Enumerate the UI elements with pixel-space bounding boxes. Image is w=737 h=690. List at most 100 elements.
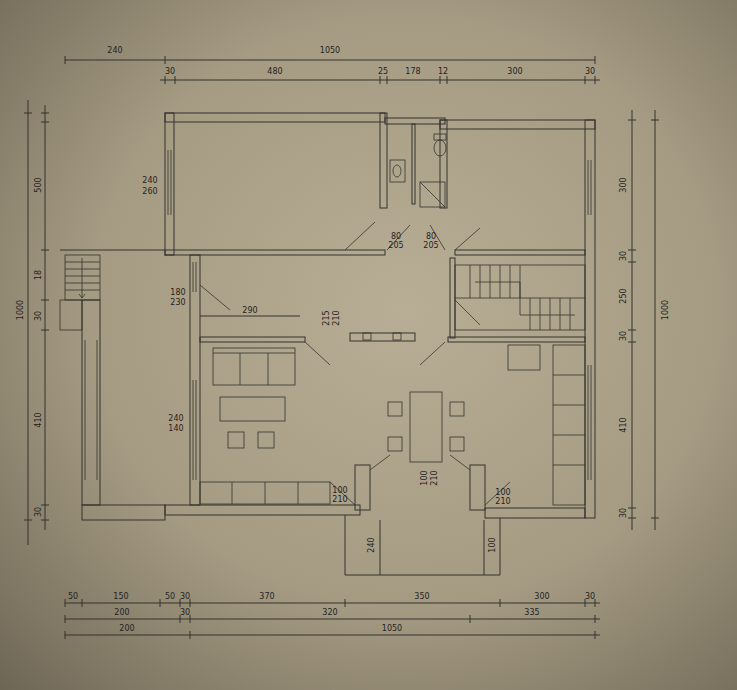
furniture: [553, 465, 585, 466]
door-swing: [450, 455, 470, 470]
dimension-line: [500, 599, 501, 607]
wall: [350, 333, 415, 341]
wall: [165, 113, 174, 255]
wall: [485, 508, 585, 518]
dimension-label: 180: [170, 288, 185, 297]
dimension-line: [595, 631, 596, 639]
wall: [440, 120, 447, 208]
stairs: [60, 300, 82, 330]
door-swing: [345, 222, 375, 250]
furniture: [508, 345, 540, 370]
dimension-label: 370: [259, 592, 274, 601]
door-swing: [455, 300, 480, 325]
dimension-line: [65, 615, 66, 623]
dimension-label: 30: [180, 608, 190, 617]
furniture: [298, 482, 299, 504]
wall: [60, 113, 595, 575]
stairs: [65, 269, 100, 270]
dimension-label: 30: [34, 507, 43, 517]
wall: [412, 124, 415, 204]
dimension-label: 205: [388, 241, 403, 250]
furniture: [434, 140, 446, 156]
dimension-line: [24, 520, 32, 521]
wall: [200, 337, 305, 342]
dimension-label: 18: [34, 270, 43, 280]
dimension-label: 100: [488, 537, 497, 552]
dimension-line: [484, 520, 485, 575]
dimension-line: [470, 615, 471, 623]
stairs: [65, 262, 100, 263]
dimension-line: [628, 262, 636, 263]
dimension-line: [595, 76, 596, 84]
wall: [450, 258, 455, 338]
furniture: [553, 345, 585, 505]
furniture: [268, 353, 269, 385]
wall: [585, 120, 595, 518]
wall: [82, 300, 100, 505]
window: [588, 365, 589, 480]
dimension-label: 30: [34, 311, 43, 321]
dimension-line: [628, 342, 636, 343]
dimension-label: 30: [585, 67, 595, 76]
dimension-line: [65, 635, 600, 636]
dimension-label: 210: [332, 495, 347, 504]
furniture: [220, 397, 285, 421]
wall: [470, 465, 485, 510]
dimension-label: 30: [619, 508, 628, 518]
dimension-label: 150: [113, 592, 128, 601]
dimension-line: [41, 122, 49, 123]
dimension-line: [190, 631, 191, 639]
furniture: [410, 392, 442, 462]
window: [171, 150, 172, 215]
furniture: [450, 437, 464, 451]
dimension-label: 240: [107, 46, 122, 55]
furniture: [213, 348, 295, 385]
furniture: [420, 182, 445, 207]
dimension-label: 205: [423, 241, 438, 250]
wall: [190, 255, 200, 505]
furniture: [434, 134, 446, 140]
wall: [448, 337, 585, 342]
dimension-label: 25: [378, 67, 388, 76]
furniture: [240, 353, 241, 385]
dimension-label: 300: [507, 67, 522, 76]
furniture: [553, 375, 585, 376]
dimension-label: 1000: [16, 300, 25, 320]
dimension-label: 80: [391, 232, 401, 241]
stairs: [475, 282, 575, 315]
dimension-label: 335: [524, 608, 539, 617]
dimension-label: 410: [34, 412, 43, 427]
dimension-label: 30: [165, 67, 175, 76]
dimension-line: [595, 56, 596, 64]
wall: [165, 113, 385, 122]
dimension-label: 12: [438, 67, 448, 76]
dimension-label: 320: [322, 608, 337, 617]
furniture: [228, 432, 244, 448]
dimension-label: 100: [420, 470, 429, 485]
dimension-line: [65, 619, 600, 620]
dimension-line: [41, 505, 49, 506]
furniture: [200, 134, 585, 505]
window: [85, 340, 86, 480]
wall: [345, 515, 500, 575]
dimension-line: [82, 599, 83, 607]
dimension-label: 50: [68, 592, 78, 601]
dimension-label: 100: [495, 488, 510, 497]
dimension-label: 500: [34, 177, 43, 192]
furniture: [553, 435, 585, 436]
wall: [165, 250, 385, 255]
dimension-label: 350: [414, 592, 429, 601]
stairs: [560, 298, 561, 330]
door-swing: [200, 285, 230, 310]
dimension-label: 290: [242, 306, 257, 315]
furniture: [265, 482, 266, 504]
dimension-line: [160, 599, 161, 607]
window: [196, 380, 197, 480]
wall: [380, 113, 387, 208]
wall: [440, 120, 595, 129]
dimension-line: [41, 113, 49, 114]
dimension-label: 210: [430, 470, 439, 485]
furniture: [388, 437, 402, 451]
dimension-line: [41, 300, 49, 301]
dimension-label: 30: [585, 592, 595, 601]
